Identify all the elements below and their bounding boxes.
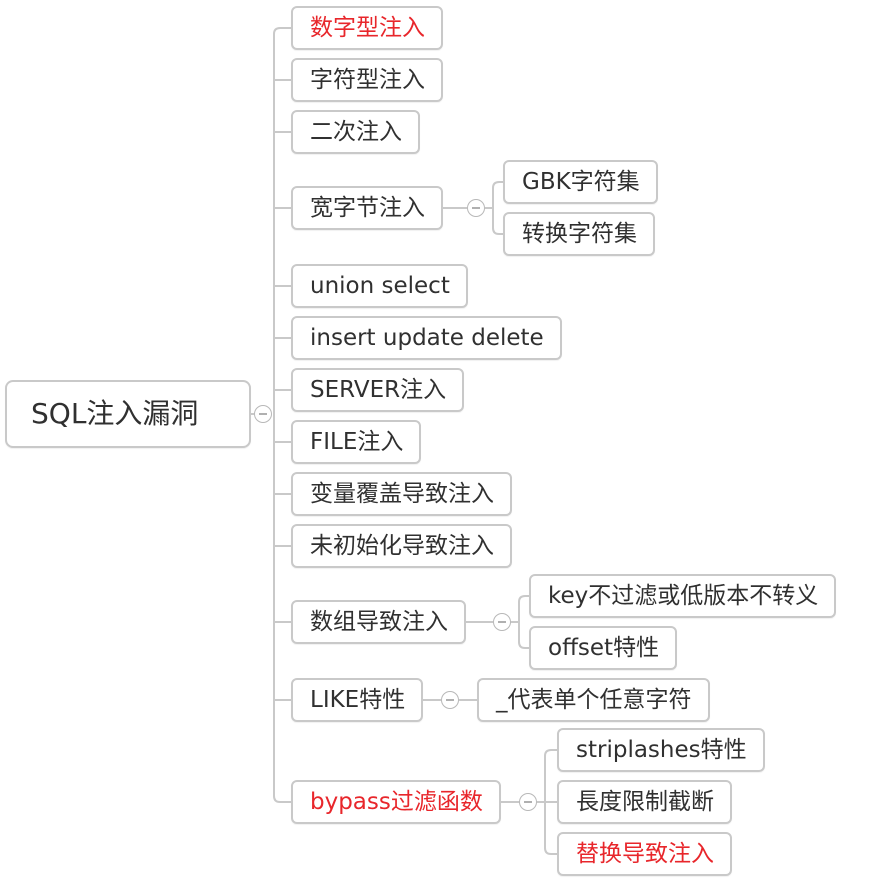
branch-numeric-injection[interactable]: 数字型注入 [291, 6, 443, 50]
branch-wide-byte-injection[interactable]: 宽字节注入 [291, 186, 443, 230]
branch-label: insert update delete [310, 325, 544, 351]
child-key-no-filter[interactable]: key不过滤或低版本不转义 [529, 574, 837, 618]
child-label: key不过滤或低版本不转义 [548, 583, 819, 609]
branch-array-injection[interactable]: 数组导致注入 [291, 600, 466, 644]
branch-label: LIKE特性 [310, 687, 406, 713]
child-label: 長度限制截断 [576, 789, 714, 815]
connector-line [492, 227, 503, 235]
root-collapse-icon[interactable] [254, 405, 272, 423]
root-label: SQL注入漏洞 [31, 397, 199, 430]
wide-byte-collapse-icon[interactable] [467, 199, 485, 217]
branch-insert-update-delete[interactable]: insert update delete [291, 316, 562, 360]
branch-like-feature[interactable]: LIKE特性 [291, 678, 424, 722]
connector-line [544, 749, 557, 757]
branch-label: 字符型注入 [310, 67, 425, 93]
child-label: GBK字符集 [522, 169, 640, 195]
child-label: offset特性 [548, 635, 660, 661]
root-node[interactable]: SQL注入漏洞 [5, 380, 251, 448]
child-offset-feature[interactable]: offset特性 [529, 626, 678, 670]
branch-label: SERVER注入 [310, 377, 447, 403]
branch-uninitialized-injection[interactable]: 未初始化导致注入 [291, 524, 512, 568]
branch-label: bypass过滤函数 [310, 789, 483, 815]
child-gbk-charset[interactable]: GBK字符集 [503, 160, 658, 204]
branch-variable-override-injection[interactable]: 变量覆盖导致注入 [291, 472, 512, 516]
child-replace-injection[interactable]: 替换导致注入 [557, 832, 732, 876]
branch-label: 数字型注入 [310, 15, 425, 41]
bypass-collapse-icon[interactable] [519, 793, 537, 811]
like-collapse-icon[interactable] [441, 691, 459, 709]
branch-file-injection[interactable]: FILE注入 [291, 420, 422, 464]
branch-label: 数组导致注入 [310, 609, 448, 635]
branch-server-injection[interactable]: SERVER注入 [291, 368, 465, 412]
connector-line [273, 27, 291, 35]
child-label: 转换字符集 [522, 221, 637, 247]
array-collapse-icon[interactable] [493, 613, 511, 631]
branch-label: 二次注入 [310, 119, 402, 145]
connector-line [273, 795, 291, 803]
branch-label: union select [310, 273, 450, 299]
child-length-truncation[interactable]: 長度限制截断 [557, 780, 732, 824]
child-underscore-wildcard[interactable]: _代表单个任意字符 [477, 678, 710, 722]
connector-line [492, 181, 503, 189]
connector-line [544, 847, 557, 855]
branch-union-select[interactable]: union select [291, 264, 468, 308]
child-label: striplashes特性 [576, 737, 747, 763]
branch-label: 宽字节注入 [310, 195, 425, 221]
branch-second-order-injection[interactable]: 二次注入 [291, 110, 420, 154]
child-striplashes-feature[interactable]: striplashes特性 [557, 728, 765, 772]
child-convert-charset[interactable]: 转换字符集 [503, 212, 655, 256]
connector-line [518, 595, 529, 603]
connector-line [518, 641, 529, 649]
branch-label: 变量覆盖导致注入 [310, 481, 494, 507]
child-label: _代表单个任意字符 [496, 687, 692, 713]
branch-bypass-filter-functions[interactable]: bypass过滤函数 [291, 780, 501, 824]
branch-label: FILE注入 [310, 429, 404, 455]
child-label: 替换导致注入 [576, 841, 714, 867]
branch-string-injection[interactable]: 字符型注入 [291, 58, 443, 102]
branch-label: 未初始化导致注入 [310, 533, 494, 559]
